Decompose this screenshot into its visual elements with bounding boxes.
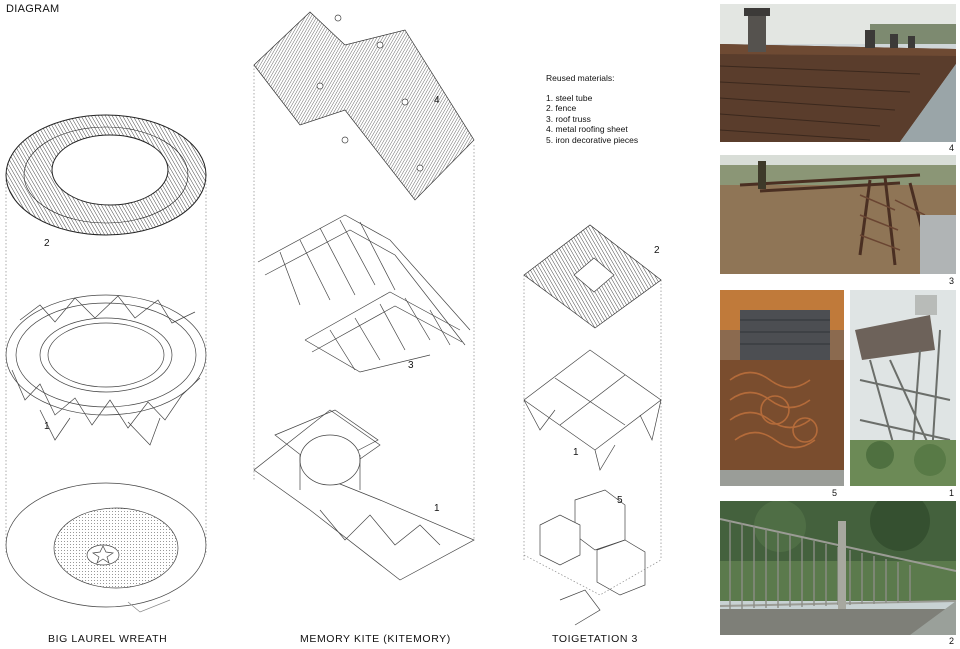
photo-label-4: 4 bbox=[949, 143, 955, 153]
diagram-title: DIAGRAM bbox=[6, 3, 60, 15]
photo-label-5: 5 bbox=[832, 488, 838, 498]
label-wreath-2: 2 bbox=[44, 238, 50, 249]
label-kite-1: 1 bbox=[434, 503, 440, 514]
wreath-steel-frame bbox=[5, 294, 207, 446]
material-item: 3. roof truss bbox=[546, 113, 591, 124]
materials-heading: Reused materials: bbox=[546, 73, 615, 83]
photo-roof-truss bbox=[720, 155, 956, 274]
photo-fence bbox=[720, 501, 956, 635]
label-toigetation-2: 2 bbox=[654, 245, 660, 256]
toigetation-roof bbox=[523, 224, 662, 329]
kite-roof-sheet bbox=[253, 11, 475, 201]
photo-label-2: 2 bbox=[949, 636, 955, 646]
toigetation-frame bbox=[523, 349, 662, 471]
material-item: 5. iron decorative pieces bbox=[546, 134, 639, 145]
photo-label-1: 1 bbox=[949, 488, 955, 498]
photo-steel-tube bbox=[850, 290, 956, 486]
material-item: 1. steel tube bbox=[546, 92, 593, 103]
kite-roof-truss bbox=[257, 214, 471, 373]
material-item: 2. fence bbox=[546, 103, 577, 114]
wreath-base-plan bbox=[5, 482, 207, 613]
label-kite-4: 4 bbox=[434, 95, 440, 106]
caption-memory-kite: MEMORY KITE (KITEMORY) bbox=[300, 633, 451, 645]
toigetation-building bbox=[523, 489, 662, 626]
memory-kite-drawing bbox=[253, 11, 475, 581]
toigetation-drawing bbox=[523, 224, 662, 626]
photo-iron-decorative-pieces bbox=[720, 290, 844, 486]
photo-metal-roofing bbox=[720, 4, 956, 142]
label-toigetation-5: 5 bbox=[617, 495, 623, 506]
label-kite-3: 3 bbox=[408, 360, 414, 371]
caption-big-laurel-wreath: BIG LAUREL WREATH bbox=[48, 633, 168, 645]
photo-label-3: 3 bbox=[949, 276, 955, 286]
kite-ground-structure bbox=[253, 409, 475, 581]
label-wreath-1: 1 bbox=[44, 421, 50, 432]
laurel-wreath-drawing bbox=[5, 114, 207, 613]
material-item: 4. metal roofing sheet bbox=[546, 124, 628, 135]
reused-materials-list: Reused materials: 1. steel tube 2. fence… bbox=[546, 73, 638, 146]
wreath-laurel-ring bbox=[5, 114, 207, 236]
label-toigetation-1: 1 bbox=[573, 447, 579, 458]
caption-toigetation: TOIGETATION 3 bbox=[552, 633, 638, 645]
